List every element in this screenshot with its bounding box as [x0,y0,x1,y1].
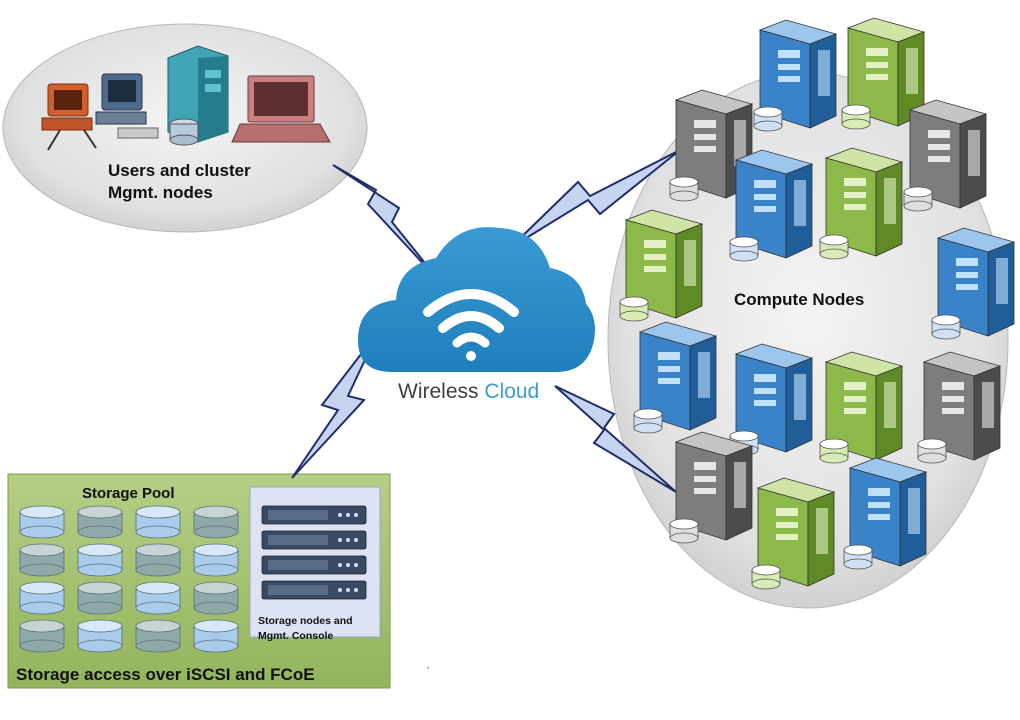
green-server-icon [819,351,904,464]
storage-disk-icon [135,543,181,577]
storage-rack-units [261,505,367,600]
rack-server-icon [261,580,367,600]
green-server-icon [751,477,836,590]
storage-disk-icon [135,505,181,539]
green-server-icon [819,147,904,260]
storage-disk-icon [135,581,181,615]
rack-server-icon [261,555,367,575]
storage-disk-icon [19,505,65,539]
green-server-icon [841,17,926,130]
gray-server-icon [669,431,754,544]
laptop-icon [231,75,331,143]
storage-disk-icon [135,619,181,653]
wireless-cloud [358,227,595,372]
storage-disk-icon [193,543,239,577]
storage-disks [19,505,239,653]
compute-label: Compute Nodes [734,290,865,309]
storage-disk-icon [77,543,123,577]
storage-nodes-label-line2: Mgmt. Console [258,630,334,642]
storage-footer-label: Storage access over iSCSI and FCoE [16,665,315,684]
stray-mark: ' [427,664,430,678]
rack-server-icon [261,530,367,550]
blue-server-icon [729,149,814,262]
green-server-icon [619,209,704,322]
rack-server-icon [261,505,367,525]
wifi-icon [423,289,519,361]
storage-disk-icon [77,505,123,539]
compute-servers [619,17,1016,590]
storage-disk-icon [193,619,239,653]
cloud-label-cloud: Cloud [484,380,540,403]
gray-server-icon [903,99,988,212]
blue-server-icon [729,343,814,456]
users-label-line2: Mgmt. nodes [108,183,213,202]
blue-server-icon [843,457,928,570]
server-tower-icon [167,45,229,146]
storage-disk-icon [193,505,239,539]
gray-server-icon [917,351,1002,464]
blue-workstation-icon [95,73,159,139]
cloud-label: Wireless Cloud [398,380,539,404]
blue-server-icon [633,321,718,434]
blue-server-icon [753,19,838,132]
gray-server-icon [669,89,754,202]
storage-disk-icon [193,581,239,615]
orange-workstation-icon [41,83,97,151]
storage-disk-icon [77,581,123,615]
users-label-line1: Users and cluster [108,161,251,180]
storage-disk-icon [19,619,65,653]
storage-disk-icon [77,619,123,653]
blue-server-icon [931,227,1016,340]
user-devices [41,45,331,151]
storage-pool-title: Storage Pool [82,485,175,502]
storage-nodes-label: Storage nodes and Mgmt. Console [258,614,353,644]
cloud-label-wireless: Wireless [398,380,479,403]
storage-disk-icon [19,581,65,615]
storage-disk-icon [19,543,65,577]
storage-nodes-label-line1: Storage nodes and [258,615,353,627]
users-label: Users and cluster Mgmt. nodes [108,160,251,204]
